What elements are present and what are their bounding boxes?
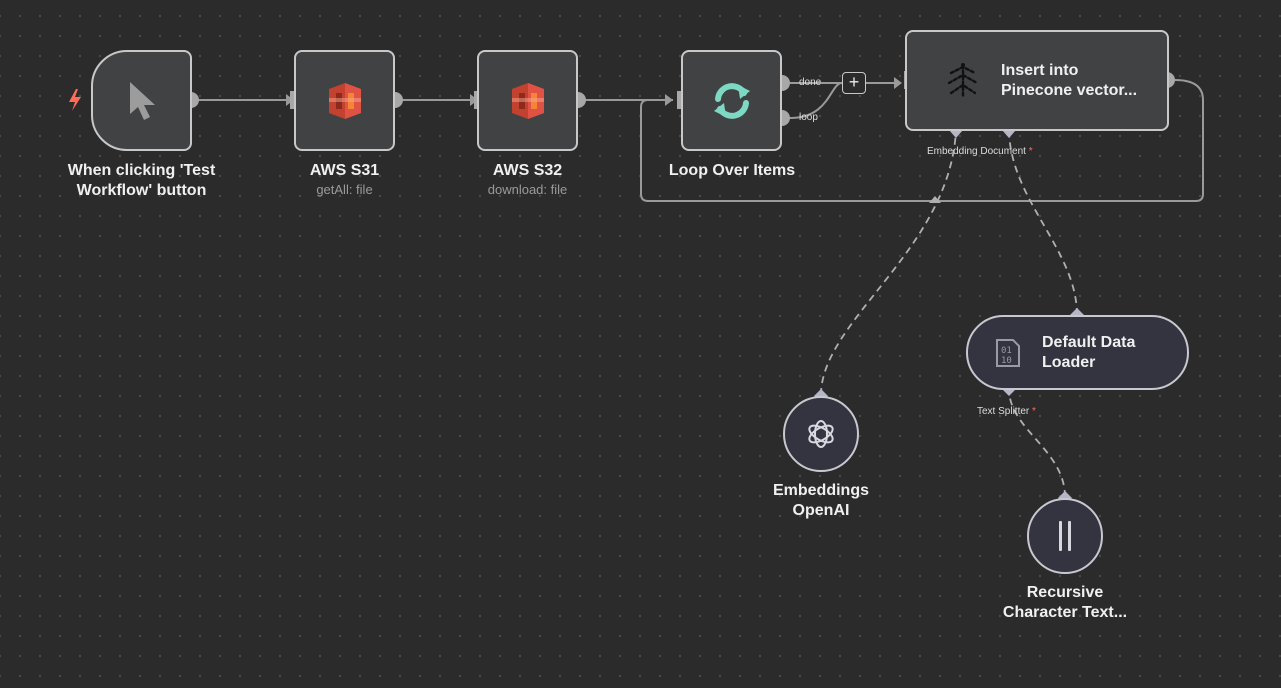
pinecone-input-labels: Embedding Document * bbox=[927, 146, 1033, 157]
node-loop-over-items[interactable] bbox=[681, 50, 782, 151]
connection-splitter-loader bbox=[1008, 389, 1066, 498]
node-aws-s32-subtitle: download: file bbox=[487, 182, 568, 197]
loop-output-loop-label: loop bbox=[799, 112, 818, 123]
loader-required-marker: * bbox=[1032, 406, 1036, 417]
node-aws-s32[interactable] bbox=[477, 50, 578, 151]
lightning-bolt-icon bbox=[69, 89, 81, 111]
node-aws-s32-title: AWS S32 bbox=[492, 162, 563, 179]
svg-text:01: 01 bbox=[1001, 346, 1012, 356]
pinecone-required-marker: * bbox=[1028, 146, 1033, 157]
pinecone-icon bbox=[947, 62, 979, 98]
text-splitter-icon bbox=[1059, 521, 1071, 551]
node-aws-s31-subtitle: getAll: file bbox=[316, 182, 373, 197]
aws-s3-icon bbox=[511, 82, 544, 119]
node-manual-trigger[interactable] bbox=[91, 50, 192, 151]
openai-icon bbox=[808, 420, 834, 448]
loop-input-handle bbox=[677, 91, 683, 109]
connection-pinecone-loop-back bbox=[640, 79, 1204, 202]
node-aws-s31[interactable] bbox=[294, 50, 395, 151]
node-embeddings-openai[interactable] bbox=[783, 396, 859, 472]
connection-loader-pinecone bbox=[1008, 129, 1078, 316]
loop-output-done-label: done bbox=[799, 77, 822, 88]
connection-loop-output bbox=[789, 82, 843, 119]
node-loop-over-items-title: Loop Over Items bbox=[668, 162, 796, 179]
svg-text:10: 10 bbox=[1001, 356, 1012, 366]
s31-input-handle bbox=[290, 91, 296, 109]
add-node-button[interactable]: + bbox=[842, 72, 866, 94]
cursor-arrow-icon bbox=[129, 81, 155, 120]
pinecone-document-label: Document bbox=[980, 146, 1026, 157]
connection-embeddings-pinecone bbox=[820, 129, 957, 396]
refresh-loop-icon bbox=[713, 82, 750, 119]
node-recursive-text-splitter[interactable] bbox=[1027, 498, 1103, 574]
aws-s3-icon bbox=[328, 82, 361, 119]
loader-splitter-label: Text Splitter * bbox=[977, 406, 1036, 417]
binary-file-icon: 01 10 bbox=[996, 338, 1020, 367]
pinecone-embedding-label: Embedding bbox=[927, 146, 978, 157]
node-aws-s31-title: AWS S31 bbox=[309, 162, 380, 179]
